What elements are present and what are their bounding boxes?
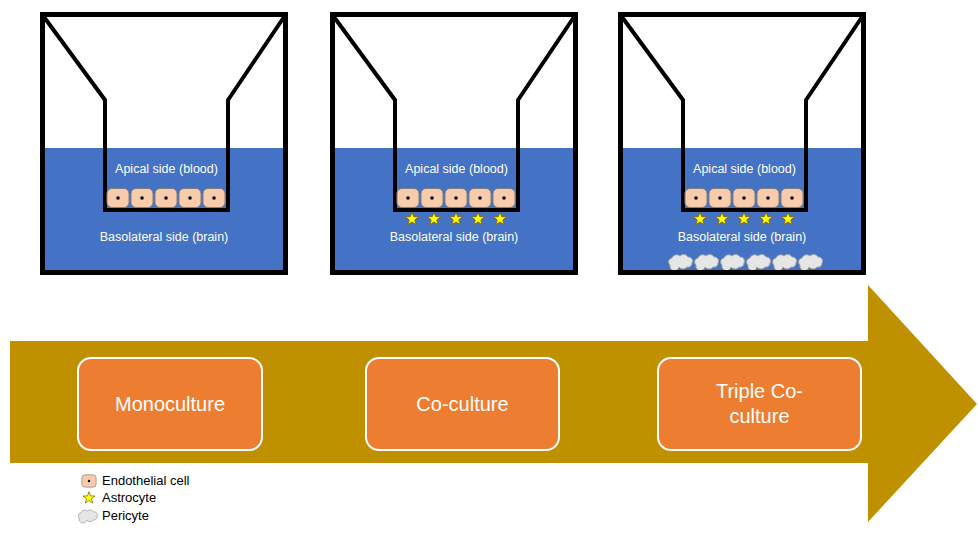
transwell-insert	[330, 17, 578, 275]
basolateral-label: Basolateral side (brain)	[390, 230, 519, 245]
progress-arrow	[10, 285, 977, 522]
legend-symbols	[78, 475, 97, 523]
stage-label: Triple Co-culture	[702, 379, 817, 429]
apical-label: Apical side (blood)	[115, 162, 218, 177]
culture-well: Apical side (blood) Basolateral side (bra…	[330, 12, 578, 275]
legend-label: Endothelial cell	[102, 473, 189, 489]
legend-label: Pericyte	[102, 508, 149, 524]
transwell-insert	[618, 17, 866, 275]
apical-label: Apical side (blood)	[693, 162, 796, 177]
stage-box: Monoculture	[77, 357, 263, 451]
apical-label: Apical side (blood)	[405, 162, 508, 177]
basolateral-label: Basolateral side (brain)	[100, 230, 229, 245]
culture-well: Apical side (blood) Basolateral side (bra…	[618, 12, 866, 275]
astrocyte-row	[693, 212, 794, 225]
legend-label: Astrocyte	[102, 490, 156, 506]
transwell-insert	[40, 17, 288, 275]
stage-label: Co-culture	[416, 392, 508, 417]
astrocyte-row	[405, 212, 506, 225]
stage-box: Co-culture	[365, 357, 560, 451]
pericyte-row	[669, 254, 823, 270]
stage-label: Monoculture	[115, 392, 225, 417]
basolateral-label: Basolateral side (brain)	[678, 230, 807, 245]
culture-well: Apical side (blood) Basolateral side (bra…	[40, 12, 288, 275]
stage-box: Triple Co-culture	[657, 357, 862, 451]
